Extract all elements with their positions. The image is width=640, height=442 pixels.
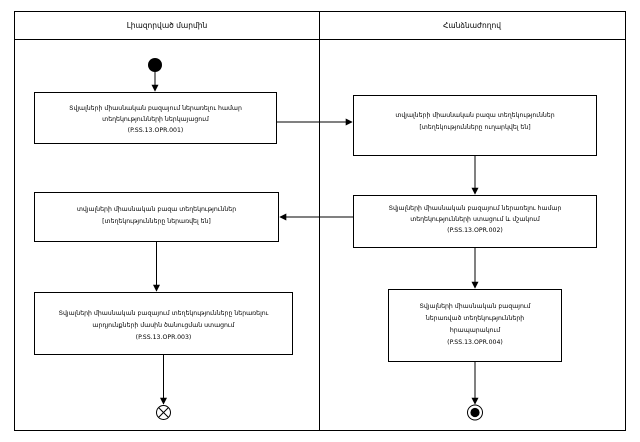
- action-node-5-line-1: Տվյալների միասնական բազայում տեղեկությու…: [59, 310, 269, 317]
- action-node-6-line-3: հրապարակում: [450, 327, 500, 334]
- action-node-6: [388, 289, 562, 362]
- action-node-4: [34, 192, 279, 242]
- swimlane-title-left: Լիազորված մարմին: [127, 21, 208, 30]
- action-node-3-line-3: (P.SS.13.OPR.002): [447, 227, 503, 234]
- action-node-1: [34, 92, 277, 144]
- action-node-5-line-2: արդյունքների մասին ծանուցման ստացում: [92, 322, 234, 329]
- action-node-5: [34, 292, 293, 355]
- action-node-2-line-1: տվյալների միասնական բազա տեղեկություններ: [395, 112, 554, 119]
- action-node-1-line-3: (P.SS.13.OPR.001): [128, 127, 184, 134]
- action-node-6-line-1: Տվյալների միասնական բազայում: [419, 303, 530, 310]
- swimlane-title-right: Հանձնաժողով: [443, 21, 501, 30]
- action-node-4-line-2: [տեղեկությունները ներառվել են]: [102, 218, 211, 225]
- action-node-2-line-2: [տեղեկությունները ուղարկվել են]: [419, 124, 530, 131]
- initial-node: [148, 58, 162, 72]
- action-node-3: [353, 195, 597, 248]
- action-node-1-line-1: Տվյալների միասնական բազայում ներառելու հ…: [69, 105, 242, 112]
- action-node-1-line-2: տեղեկությունների ներկայացում: [102, 116, 209, 123]
- flow-final-node: [156, 405, 171, 420]
- action-node-5-line-3: (P.SS.13.OPR.003): [136, 334, 192, 341]
- action-node-3-line-1: Տվյալների միասնական բազայում ներառելու հ…: [389, 205, 562, 212]
- action-node-3-line-2: տեղեկությունների ստացում և մշակում: [410, 216, 540, 223]
- action-node-6-line-4: (P.SS.13.OPR.004): [447, 339, 503, 346]
- action-node-4-line-1: տվյալների միասնական բազա տեղեկություններ: [77, 206, 236, 213]
- action-node-6-line-2: ներառված տեղեկությունների: [425, 315, 524, 322]
- activity-final-node: [467, 404, 483, 421]
